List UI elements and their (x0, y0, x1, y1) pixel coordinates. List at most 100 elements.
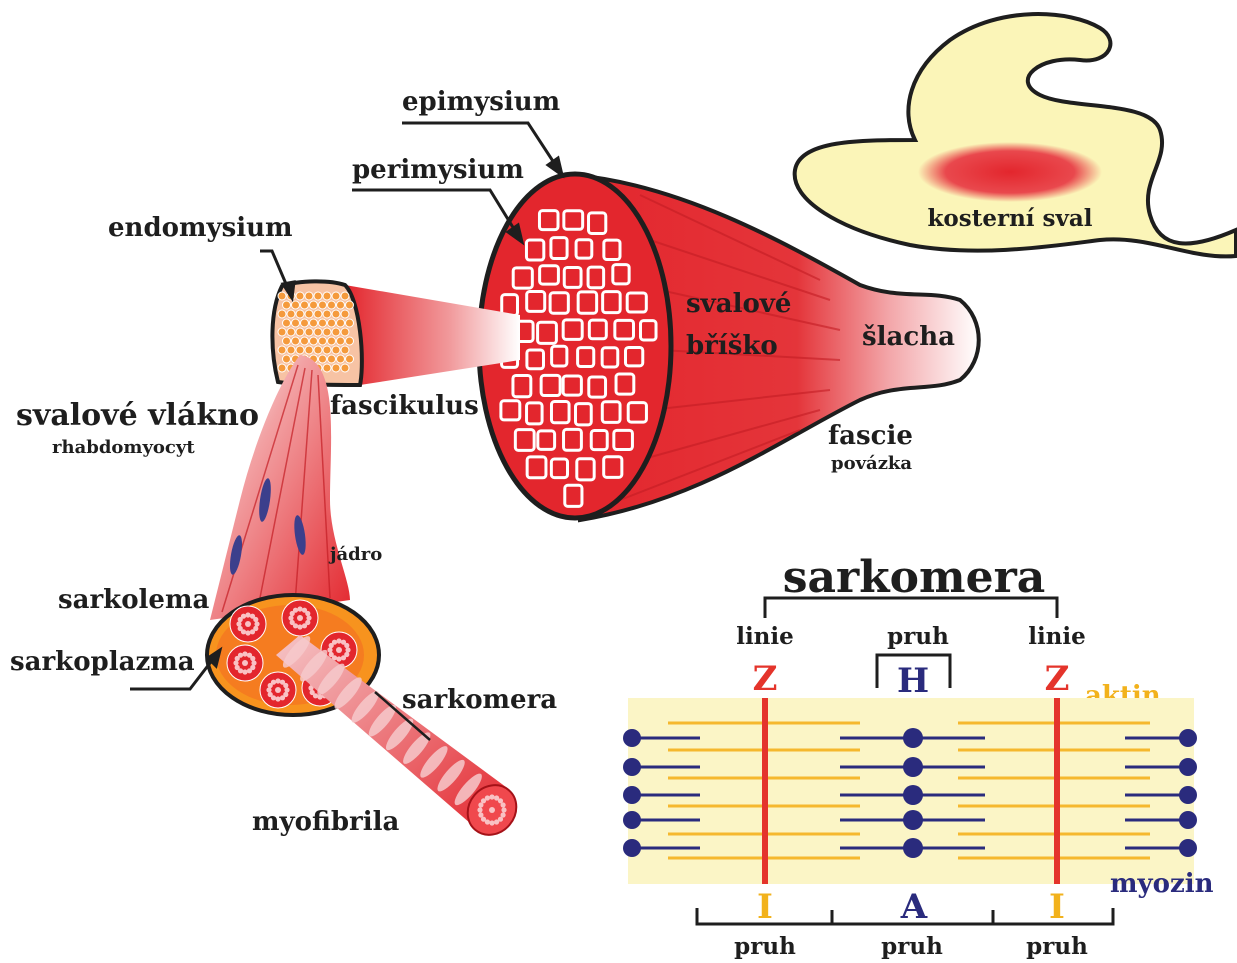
fascicle-cell (551, 238, 567, 259)
sarkolema-label: sarkolema (58, 585, 209, 615)
linie-left-label: linie (736, 623, 794, 650)
slacha-label: šlacha (862, 322, 955, 352)
myosin-head (1179, 811, 1197, 829)
myosin-head (1179, 758, 1197, 776)
i-right-label: I (1049, 887, 1065, 927)
fascicle-cell (589, 213, 606, 234)
fascicle-cell (641, 321, 657, 340)
fascicle-cell (551, 459, 567, 478)
i-left-label: I (757, 887, 773, 927)
fascicle-cell (576, 404, 592, 425)
fascicle-cell (604, 457, 622, 478)
pruh-top-label: pruh (887, 623, 949, 650)
fascicle-cell (540, 266, 559, 284)
fascicle-cell (527, 457, 546, 478)
linie-right-label: linie (1028, 623, 1086, 650)
fascicle-cell (588, 267, 604, 288)
rhabdomyocyt-label: rhabdomyocyt (52, 437, 195, 458)
myosin-head (1179, 839, 1197, 857)
jadro-label: jádro (328, 544, 382, 565)
sarkoplazma-label: sarkoplazma (10, 647, 195, 677)
fascicle-cell (513, 375, 531, 396)
fascicle-cell (539, 211, 558, 230)
fascicle-cell (628, 403, 646, 422)
fascicle-cell (513, 268, 532, 288)
fascicle-cell (615, 320, 634, 339)
fascicle-cell (602, 402, 620, 423)
fascicle-cell (576, 240, 592, 258)
pruh-bottom-left-label: pruh (734, 933, 796, 960)
myozin-label: myozin (1110, 869, 1214, 899)
myosin-head (903, 785, 923, 805)
z-right-label: Z (1045, 659, 1070, 699)
povazka-label: povázka (831, 453, 912, 474)
fascicle-cell (551, 402, 569, 423)
fascicle-cell (538, 322, 557, 343)
fascicle-cell (541, 375, 560, 395)
perimysium-label: perimysium (352, 155, 524, 185)
pruh-bottom-right-label: pruh (1026, 933, 1088, 960)
myosin-head (1179, 729, 1197, 747)
a-band-label: A (900, 887, 928, 927)
endomysium-fibers (278, 292, 354, 372)
fascicle-cell (614, 430, 633, 449)
myosin-head (623, 729, 641, 747)
myosin-head (623, 811, 641, 829)
fascicle-cell (564, 267, 581, 287)
fascicle-cell (501, 401, 520, 420)
fascicle-cell (565, 485, 582, 506)
myosin-head (903, 728, 923, 748)
fascicle-cell (527, 403, 543, 424)
fascicle-cell (591, 430, 607, 449)
fascicle-cell (589, 320, 606, 339)
endomysium-label: endomysium (108, 213, 293, 243)
fascicle-cell (627, 293, 646, 312)
svalove-vlakno-label: svalové vlákno (16, 398, 259, 433)
fascicle-cell (603, 292, 621, 313)
fascicle-cell (515, 430, 534, 451)
myosin-head (903, 757, 923, 777)
fascicle-cell (527, 292, 545, 312)
fascicle-cell (552, 346, 567, 366)
fascicle-cell (564, 211, 583, 230)
myosin-head (623, 786, 641, 804)
h-band-label: H (897, 661, 929, 701)
fascicle-cell (527, 350, 544, 369)
fascicle-cell (577, 459, 594, 480)
fascicle-cell (589, 377, 606, 397)
fascicle-cell (563, 376, 581, 395)
svalove-brisko-label-line1: svalové (686, 289, 791, 319)
myosin-head (1179, 786, 1197, 804)
sarkomera-small-label: sarkomera (402, 685, 557, 715)
kosterni-sval-label: kosterní sval (927, 205, 1092, 232)
arm-icon: kosterní sval (795, 14, 1236, 256)
fascicle-cell (526, 240, 543, 260)
fascicle-cell (616, 374, 634, 394)
fascicle-cell (564, 429, 582, 450)
z-left-label: Z (753, 659, 778, 699)
fascicle-cell (613, 265, 629, 284)
fascicle-cell (602, 348, 618, 367)
arm-muscle-icon (918, 142, 1102, 202)
epimysium-label: epimysium (402, 87, 560, 117)
fascicle-cell (625, 347, 642, 365)
myofibrila-label: myofibrila (252, 807, 399, 837)
myosin-head (903, 810, 923, 830)
myosin-head (623, 839, 641, 857)
sarcomere-diagram: sarkomera linie pruh linie Z H Z aktin m… (623, 552, 1214, 960)
fascicle-cell (578, 292, 596, 313)
myosin-head (623, 758, 641, 776)
fascikulus-label: fascikulus (330, 391, 479, 421)
fascie-label: fascie (828, 421, 913, 451)
fascicle-cell (550, 293, 568, 313)
fascicle-cell (604, 240, 620, 259)
fascicle-cell (538, 431, 555, 449)
svalove-brisko-label-line2: bříško (686, 331, 778, 361)
pruh-bottom-mid-label: pruh (881, 933, 943, 960)
sarkomera-title: sarkomera (783, 552, 1046, 603)
fascicle-cell (563, 320, 582, 340)
fascicle-cell (578, 348, 594, 367)
myosin-head (903, 838, 923, 858)
